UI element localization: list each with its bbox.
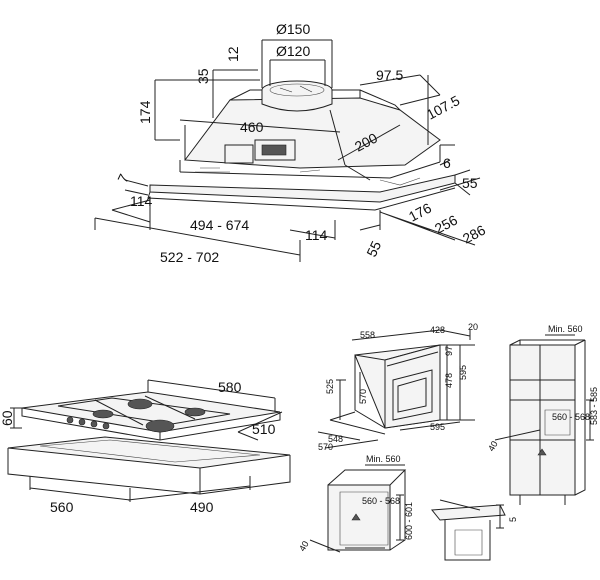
dim-600-601: 600 - 601 <box>404 502 414 540</box>
dim-583-585: 583 - 585 <box>589 387 599 425</box>
dim-35: 35 <box>195 68 211 84</box>
dim-174: 174 <box>137 100 153 124</box>
dim-60: 60 <box>0 410 15 426</box>
dim-176: 176 <box>406 199 434 224</box>
dim-40-col: 40 <box>486 439 500 453</box>
dim-560-hob: 560 <box>50 499 74 515</box>
dim-548: 548 <box>328 434 343 444</box>
dim-560-568-col: 560 - 568 <box>552 412 590 422</box>
dim-6: 6 <box>443 155 451 171</box>
dim-min560-col: Min. 560 <box>548 324 583 334</box>
dim-570-h: 570 <box>318 442 333 452</box>
dim-510: 510 <box>252 421 276 437</box>
dim-5: 5 <box>508 517 518 522</box>
dim-107-5: 107.5 <box>424 92 463 123</box>
dim-20: 20 <box>468 322 478 332</box>
dim-595-v: 595 <box>458 365 468 380</box>
dim-286: 286 <box>460 221 488 246</box>
dim-97: 97 <box>444 346 454 356</box>
alt-install-drawing: 5 <box>431 499 518 561</box>
dim-558: 558 <box>360 330 375 340</box>
dim-7: 7 <box>114 171 132 185</box>
dim-595-h: 595 <box>430 422 445 432</box>
column-cabinet-drawing: Min. 560 560 - 568 583 - 585 40 <box>486 324 599 505</box>
dim-460: 460 <box>240 119 264 135</box>
dim-478: 478 <box>444 373 454 388</box>
dim-97-5: 97.5 <box>376 67 403 83</box>
dim-570-v: 570 <box>358 389 368 404</box>
dim-580: 580 <box>218 379 242 395</box>
dim-114-a: 114 <box>130 193 153 209</box>
oven-drawing: 558 428 20 525 570 478 97 595 548 570 59… <box>317 322 478 452</box>
dim-494-674: 494 - 674 <box>190 217 249 233</box>
dim-560-568-uc: 560 - 568 <box>362 496 400 506</box>
dim-min560-uc: Min. 560 <box>366 454 401 464</box>
dim-40-uc: 40 <box>297 539 311 553</box>
dim-d150: Ø150 <box>276 21 310 37</box>
dim-490: 490 <box>190 499 214 515</box>
dim-d120: Ø120 <box>276 43 310 59</box>
dim-12: 12 <box>225 46 241 62</box>
dim-525: 525 <box>325 379 335 394</box>
dim-428: 428 <box>430 325 445 335</box>
hob-drawing: 580 510 60 560 490 <box>0 379 291 515</box>
dim-522-702: 522 - 702 <box>160 249 219 265</box>
dim-55-b: 55 <box>363 238 384 259</box>
dim-55-a: 55 <box>462 175 478 191</box>
hood-drawing: Ø150 Ø120 12 35 174 460 97.5 107.5 200 6… <box>94 21 488 265</box>
undercounter-drawing: Min. 560 560 - 568 600 - 601 40 <box>297 454 414 553</box>
dim-114-b: 114 <box>305 227 328 243</box>
